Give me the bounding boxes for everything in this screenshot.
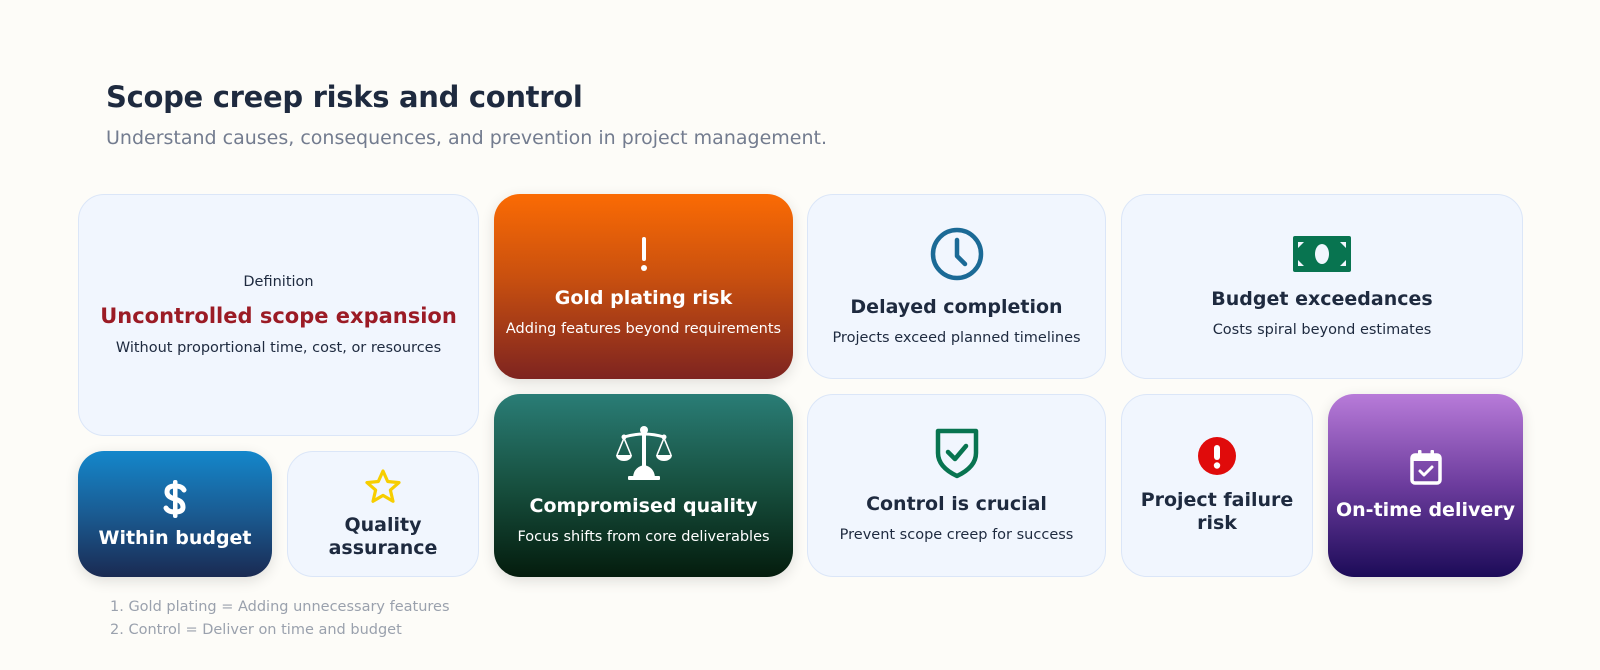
card-title: Within budget (98, 526, 252, 549)
card-title: Project failure risk (1140, 488, 1294, 534)
card-subtitle: Adding features beyond requirements (505, 320, 782, 337)
card-subtitle: Prevent scope creep for success (839, 526, 1074, 543)
card-title: On-time delivery (1336, 499, 1515, 522)
definition-card: Definition Uncontrolled scope expansion … (78, 194, 479, 436)
card-subtitle: Focus shifts from core deliverables (517, 528, 770, 545)
card-title: Delayed completion (850, 296, 1063, 319)
definition-title: Uncontrolled scope expansion (100, 304, 457, 328)
card-title: Quality assurance (328, 514, 438, 559)
calendar-check-icon (1409, 449, 1442, 485)
definition-subtitle: Without proportional time, cost, or reso… (115, 340, 442, 356)
star-icon (364, 468, 402, 506)
page-title: Scope creep risks and control (106, 80, 583, 114)
quality-assurance-card: Quality assurance (287, 451, 479, 577)
card-title: Compromised quality (529, 495, 758, 518)
clock-icon (929, 226, 985, 282)
budget-exceedances-card: Budget exceedances Costs spiral beyond e… (1121, 194, 1523, 379)
within-budget-card: Within budget (78, 451, 272, 577)
card-subtitle: Projects exceed planned timelines (832, 329, 1081, 346)
project-failure-card: Project failure risk (1121, 394, 1313, 577)
money-bill-icon (1292, 234, 1352, 274)
exclamation-icon (638, 235, 650, 273)
card-subtitle: Costs spiral beyond estimates (1212, 321, 1432, 338)
compromised-quality-card: Compromised quality Focus shifts from co… (494, 394, 793, 577)
card-title: Budget exceedances (1211, 288, 1433, 311)
footnote: 2. Control = Deliver on time and budget (110, 622, 402, 638)
footnotes: 1. Gold plating = Adding unnecessary fea… (110, 596, 450, 642)
delayed-completion-card: Delayed completion Projects exceed plann… (807, 194, 1106, 379)
card-title: Control is crucial (866, 493, 1047, 516)
page-subtitle: Understand causes, consequences, and pre… (106, 127, 827, 149)
scale-icon (615, 425, 672, 481)
definition-label: Definition (243, 274, 314, 290)
shield-check-icon (934, 427, 980, 479)
gold-plating-card: Gold plating risk Adding features beyond… (494, 194, 793, 379)
on-time-delivery-card: On-time delivery (1328, 394, 1523, 577)
dollar-icon (162, 479, 188, 519)
card-title: Gold plating risk (554, 287, 733, 310)
alert-circle-icon (1198, 436, 1236, 475)
control-crucial-card: Control is crucial Prevent scope creep f… (807, 394, 1106, 577)
footnote: 1. Gold plating = Adding unnecessary fea… (110, 599, 450, 615)
